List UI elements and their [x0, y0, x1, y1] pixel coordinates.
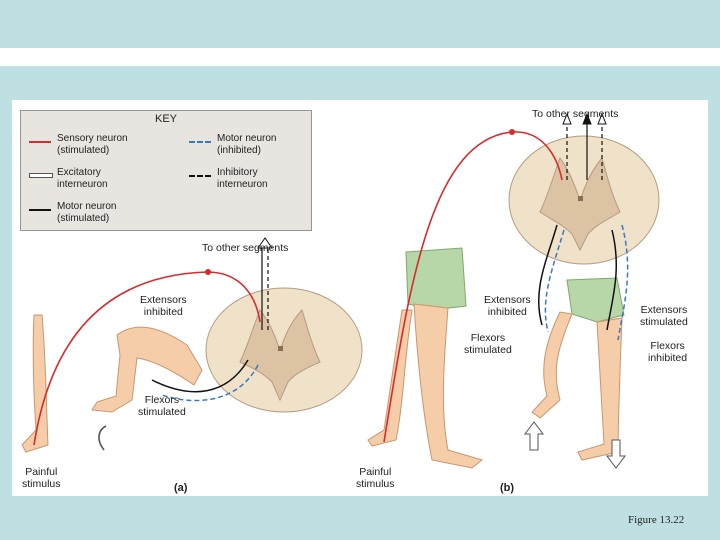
label-b-flexors-inhibited: Flexors inhibited	[648, 340, 687, 364]
key-item-inhibitory: Inhibitory interneuron	[217, 167, 268, 191]
key-item-sensory: Sensory neuron (stimulated)	[57, 133, 128, 157]
label-a-to-other-segments: To other segments	[202, 242, 289, 254]
label-a-stimulus-line1: Painful	[25, 466, 58, 478]
leg-b-bent	[531, 311, 573, 419]
label-a-flexors: Flexors stimulated	[138, 394, 186, 418]
key-item-excitatory-line2: interneuron	[57, 179, 108, 190]
leg-b-back	[367, 309, 413, 447]
label-b-extensors-inhibited-line1: Extensors	[484, 294, 531, 306]
up-arrow-a	[257, 237, 273, 249]
key-swatch-inhibitory	[189, 175, 211, 177]
top-band	[0, 0, 720, 48]
label-b-flexors-stimulated-line1: Flexors	[470, 332, 506, 344]
figure-caption: Figure 13.22	[628, 514, 685, 526]
key-swatch-motor-inhibited	[189, 141, 211, 143]
label-a-extensors: Extensors inhibited	[140, 294, 187, 318]
up-arrow-b-1	[562, 112, 572, 125]
key-item-motor-stimulated: Motor neuron (stimulated)	[57, 201, 116, 225]
label-b-extensors-stimulated: Extensors stimulated	[640, 304, 688, 328]
key-item-motor-stimulated-line1: Motor neuron	[57, 201, 117, 212]
label-b-extensors-inhibited: Extensors inhibited	[484, 294, 531, 318]
key-swatch-sensory	[29, 141, 51, 143]
label-a-stimulus-line2: stimulus	[22, 478, 61, 490]
motor-inhibited-b-right	[617, 224, 629, 341]
leg-b-left	[413, 303, 484, 469]
up-hollow-arrow-b	[524, 421, 544, 451]
reflex-diagram	[21, 112, 660, 469]
leg-a-lifted	[91, 326, 203, 413]
key-item-motor-stimulated-line2: (stimulated)	[57, 213, 110, 224]
key-item-inhibitory-line2: interneuron	[217, 179, 268, 190]
motor-stimulated-b-left	[538, 224, 558, 326]
key-swatch-excitatory	[29, 173, 53, 178]
label-b-letter: (b)	[500, 482, 515, 494]
shorts-left-b	[405, 247, 467, 311]
label-b-flexors-inhibited-line2: inhibited	[648, 352, 688, 364]
up-arrow-b-3	[597, 112, 607, 125]
label-b-extensors-stimulated-line1: Extensors	[640, 304, 688, 316]
figure-panel: KEY Sensory neuron (stimulated) Motor ne…	[12, 100, 708, 496]
key-item-excitatory-line1: Excitatory	[57, 167, 101, 178]
label-a-extensors-line2: inhibited	[143, 306, 183, 318]
sensory-ganglion-b	[509, 129, 515, 135]
label-a-letter: (a)	[174, 482, 188, 494]
label-a-flexors-line1: Flexors	[144, 394, 180, 406]
leg-a-standing	[21, 314, 49, 453]
label-a-extensors-line1: Extensors	[140, 294, 187, 306]
leg-b-support	[577, 317, 623, 461]
key-item-excitatory: Excitatory interneuron	[57, 167, 108, 191]
label-b-flexors-stimulated-line2: stimulated	[464, 344, 512, 356]
sensory-neuron-a	[33, 271, 261, 446]
slide-white-strip	[0, 48, 720, 66]
motor-inhibited-b-left	[544, 229, 565, 333]
key-legend: KEY Sensory neuron (stimulated) Motor ne…	[20, 110, 312, 231]
key-item-sensory-line1: Sensory neuron	[57, 133, 128, 144]
label-b-to-other-segments: To other segments	[532, 108, 619, 120]
key-item-motor-inhibited-line1: Motor neuron	[217, 133, 277, 144]
motor-stimulated-a	[151, 359, 249, 393]
label-b-stimulus-line1: Painful	[359, 466, 392, 478]
key-swatch-motor-stimulated	[29, 209, 51, 211]
label-b-extensors-stimulated-line2: stimulated	[640, 316, 688, 328]
down-hollow-arrow-b	[606, 439, 626, 469]
label-b-flexors-stimulated: Flexors stimulated	[464, 332, 512, 356]
key-title: KEY	[154, 113, 177, 125]
shorts-right-b	[566, 277, 625, 323]
motor-stimulated-b-right	[606, 229, 617, 331]
central-canal-b	[578, 196, 583, 201]
key-item-inhibitory-line1: Inhibitory	[217, 167, 258, 178]
label-b-flexors-inhibited-line1: Flexors	[650, 340, 685, 352]
label-a-flexors-line2: stimulated	[138, 406, 186, 418]
label-b-stimulus: Painful stimulus	[356, 466, 395, 490]
flexion-arrow-a	[98, 425, 107, 451]
sensory-neuron-b	[383, 131, 563, 443]
label-b-stimulus-line2: stimulus	[356, 478, 395, 490]
key-item-motor-inhibited: Motor neuron (inhibited)	[217, 133, 276, 157]
sensory-ganglion-a	[205, 269, 211, 275]
key-item-sensory-line2: (stimulated)	[57, 145, 110, 156]
label-b-extensors-inhibited-line2: inhibited	[487, 306, 527, 318]
motor-inhibited-a	[161, 364, 259, 402]
up-arrow-b-2	[582, 112, 592, 125]
central-canal-a	[278, 346, 283, 351]
label-a-stimulus: Painful stimulus	[22, 466, 61, 490]
key-item-motor-inhibited-line2: (inhibited)	[217, 145, 261, 156]
